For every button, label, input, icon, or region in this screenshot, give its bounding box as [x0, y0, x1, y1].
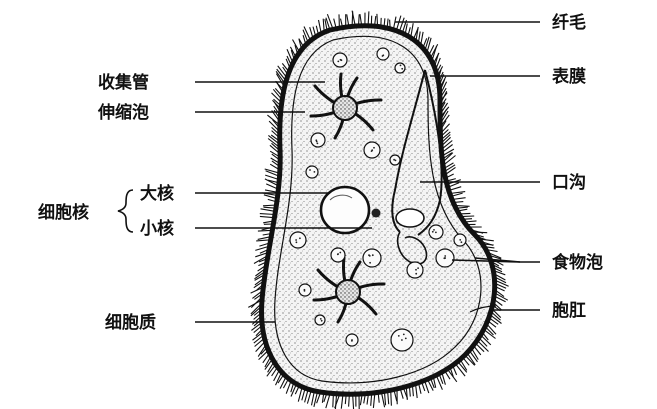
- vacuole-particle: [401, 339, 403, 341]
- vacuole-particle: [417, 267, 419, 269]
- food-vacuole: [395, 63, 405, 73]
- vacuole-particle: [299, 237, 301, 239]
- vacuole-particle: [314, 171, 316, 173]
- vacuole-particle: [309, 169, 311, 171]
- vacuole-particle: [295, 239, 297, 241]
- vacuole-particle: [337, 253, 339, 255]
- food-vacuole: [315, 315, 325, 325]
- label-micronucleus: 小核: [140, 218, 174, 239]
- vacuole-particle: [339, 252, 341, 254]
- vacuole-particle: [459, 239, 461, 241]
- label-cytoplasm: 细胞质: [105, 312, 156, 333]
- vacuole-particle: [321, 320, 323, 322]
- vacuole-particle: [432, 231, 434, 233]
- vacuole-particle: [415, 269, 417, 271]
- label-anal-pore: 胞肛: [552, 300, 586, 321]
- vacuole-particle: [435, 232, 437, 234]
- vacuole-particle: [461, 241, 463, 243]
- vacuole-particle: [316, 141, 318, 143]
- forming-food-vacuole: [396, 209, 424, 227]
- nucleus-brace: [118, 190, 133, 232]
- vacuole-particle: [373, 147, 375, 149]
- label-pellicle: 表膜: [552, 66, 586, 87]
- micronucleus: [372, 209, 381, 218]
- vacuole-particle: [337, 61, 339, 63]
- label-food-vacuole: 食物泡: [552, 252, 603, 273]
- label-nucleus: 细胞核: [38, 202, 89, 223]
- contractile-vacuole: [336, 280, 360, 304]
- vacuole-particle: [351, 340, 353, 342]
- vacuole-particle: [372, 254, 374, 256]
- vacuole-particle: [405, 338, 407, 340]
- vacuole-particle: [340, 59, 342, 61]
- vacuole-particle: [369, 262, 371, 264]
- macronucleus: [321, 187, 369, 233]
- vacuole-particle: [371, 149, 373, 151]
- food-vacuole: [306, 166, 318, 178]
- vacuole-particle: [320, 318, 322, 320]
- vacuole-particle: [433, 229, 435, 231]
- food-vacuole: [290, 232, 306, 248]
- vacuole-particle: [393, 159, 395, 161]
- vacuole-particle: [401, 68, 403, 70]
- vacuole-particle: [382, 54, 384, 56]
- food-vacuole: [363, 249, 381, 267]
- label-collecting-canal: 收集管: [98, 72, 149, 93]
- food-vacuole: [407, 262, 423, 278]
- vacuole-particle: [444, 257, 446, 259]
- food-vacuole: [377, 48, 389, 60]
- vacuole-particle: [317, 143, 319, 145]
- vacuole-particle: [403, 334, 405, 336]
- vacuole-particle: [296, 241, 298, 243]
- label-cilia: 纤毛: [552, 12, 586, 33]
- contractile-vacuole: [333, 96, 357, 120]
- vacuole-particle: [400, 65, 402, 67]
- label-contractile-vacuole: 伸缩泡: [97, 102, 149, 123]
- vacuole-particle: [415, 273, 417, 275]
- vacuole-particle: [304, 290, 306, 292]
- label-macronucleus: 大核: [140, 183, 174, 204]
- label-oral-groove: 口沟: [552, 172, 586, 193]
- vacuole-particle: [444, 255, 446, 257]
- vacuole-particle: [369, 255, 371, 257]
- food-vacuole: [311, 133, 325, 147]
- vacuole-particle: [398, 335, 400, 337]
